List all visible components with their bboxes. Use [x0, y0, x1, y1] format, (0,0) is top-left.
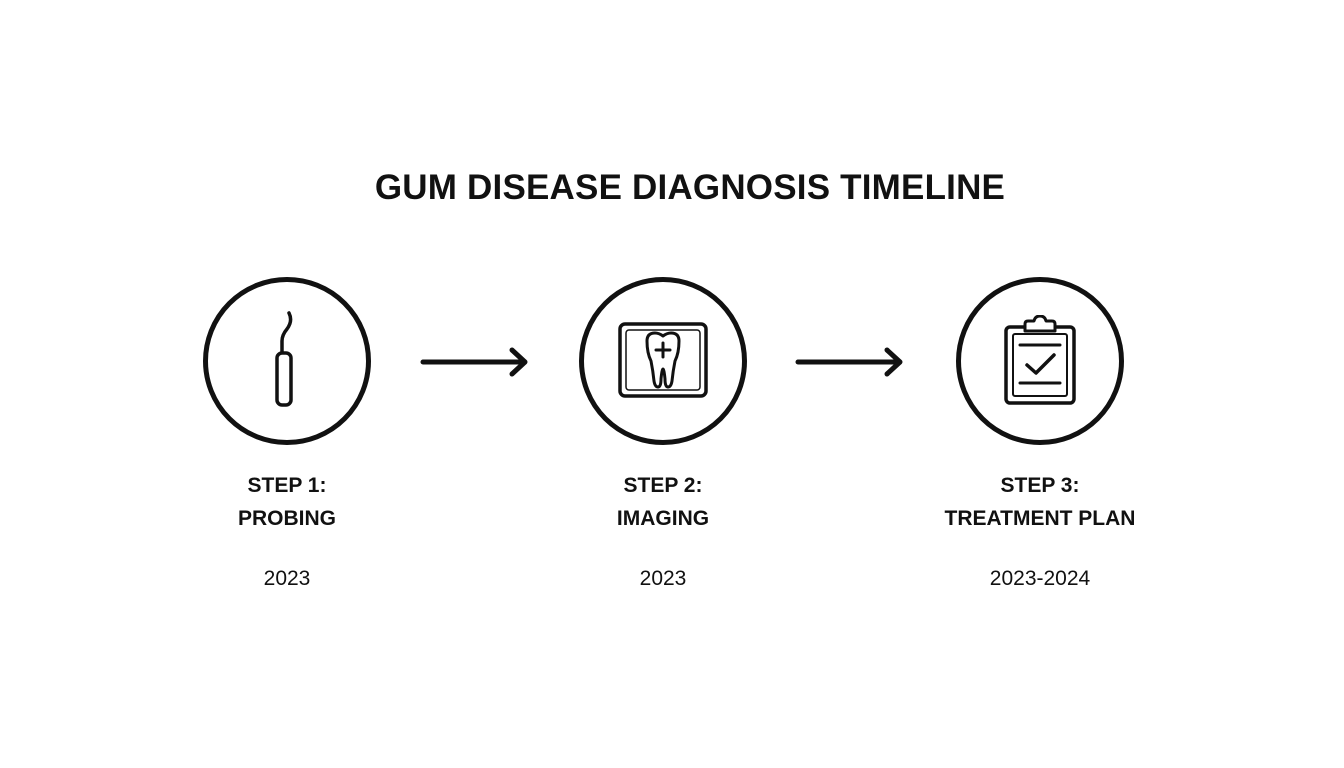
step-3-number: STEP 3: [1000, 474, 1080, 497]
step-3-circle [956, 277, 1124, 445]
arrow-right-icon [795, 346, 905, 383]
timeline-step-3: STEP 3: TREATMENT PLAN 2023-2024 [910, 277, 1170, 592]
step-1-number: STEP 1: [247, 474, 327, 497]
step-1-circle [203, 277, 371, 445]
clipboard-check-icon [1002, 315, 1078, 407]
page-title: GUM DISEASE DIAGNOSIS TIMELINE [374, 168, 1006, 207]
step-2-date: 2023 [639, 567, 687, 590]
step-2-number: STEP 2: [623, 474, 703, 497]
arrow-right-icon [420, 346, 530, 383]
tooth-xray-icon [617, 321, 709, 401]
timeline-step-1: STEP 1: PROBING 2023 [157, 277, 417, 592]
step-3-date: 2023-2024 [989, 567, 1091, 590]
step-3-name: TREATMENT PLAN [944, 507, 1136, 530]
step-2-name: IMAGING [616, 507, 710, 530]
timeline-step-2: STEP 2: IMAGING 2023 [533, 277, 793, 592]
step-1-name: PROBING [237, 507, 336, 530]
step-2-circle [579, 277, 747, 445]
step-1-date: 2023 [263, 567, 311, 590]
dental-probe-icon [267, 311, 307, 411]
